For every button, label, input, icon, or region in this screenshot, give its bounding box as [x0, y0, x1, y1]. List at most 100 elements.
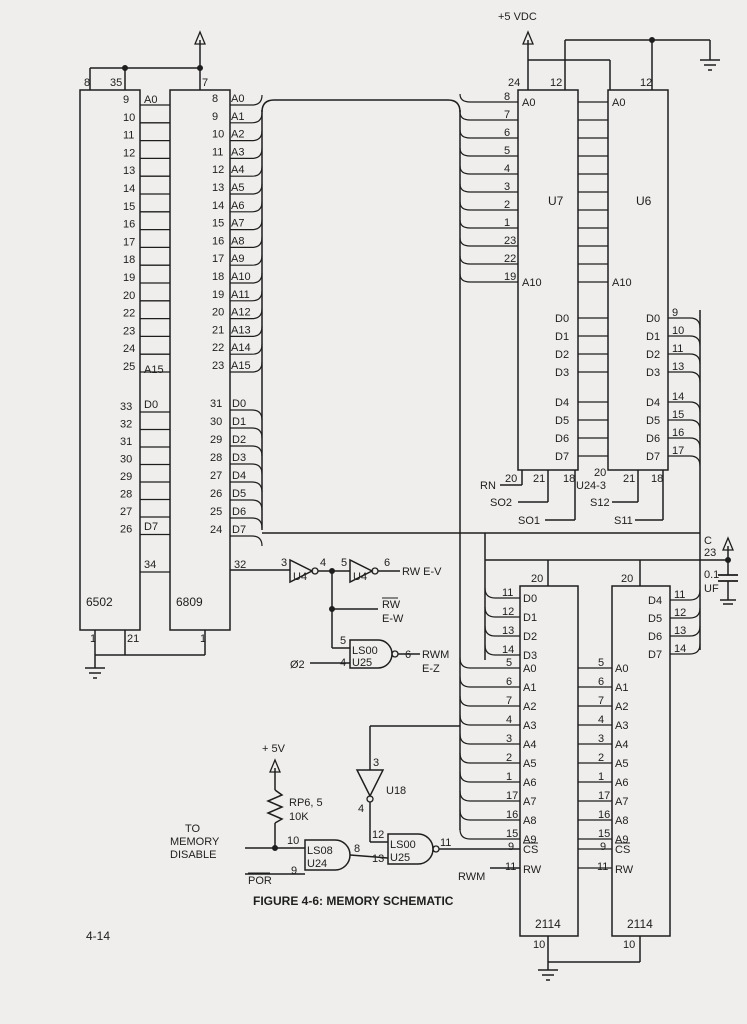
pin-number: 17	[598, 790, 610, 802]
cpu-6809-pin-top: 7	[202, 77, 208, 89]
pin-number: 16	[598, 809, 610, 821]
pin-number: 4	[504, 163, 510, 175]
pin-number: 1	[506, 771, 512, 783]
pin-label: A7	[523, 796, 536, 808]
pin-label: D1	[646, 331, 660, 343]
bus-entry	[459, 790, 520, 802]
pin-label: A12	[231, 307, 251, 319]
resistor-value: 10K	[289, 811, 309, 823]
pin-number: 9	[212, 111, 218, 123]
pin-label: D6	[646, 433, 660, 445]
u7-a0: A0	[522, 97, 535, 109]
resistor-rp6	[266, 789, 284, 824]
pin-number: 10	[123, 112, 135, 124]
pin-number: 15	[506, 828, 518, 840]
pin-label: D2	[523, 631, 537, 643]
ram-left-pin-top: 20	[531, 573, 543, 585]
inverter-u4-a-label: U4	[293, 571, 307, 583]
inv1-out: 4	[320, 557, 326, 569]
bus-top-curve	[261, 99, 461, 113]
pin-number: 2	[504, 199, 510, 211]
ram-left-body	[519, 585, 579, 937]
bus-entry	[670, 589, 701, 601]
pin-number: 30	[210, 416, 222, 428]
bus-entry	[459, 809, 520, 821]
pin-number: 5	[598, 657, 604, 669]
pin-label: D7	[646, 451, 660, 463]
pin-label: A0	[523, 663, 536, 675]
pin-number: 3	[504, 181, 510, 193]
nand-bubble	[391, 650, 399, 658]
pin-number: 5	[504, 145, 510, 157]
pin-label: A6	[231, 200, 244, 212]
pin-number: 6	[598, 676, 604, 688]
inverter-u18	[355, 769, 385, 798]
pin-label: A5	[231, 182, 244, 194]
pin-number: 22	[123, 308, 135, 320]
ram-right-pin-rw: 11	[597, 861, 608, 873]
cpu-6502-d0: D0	[144, 399, 158, 411]
and-ls08	[304, 839, 351, 871]
bus-entry	[459, 771, 520, 783]
pin-label: D4	[646, 397, 660, 409]
pin-number: 15	[672, 409, 684, 421]
pin-number: 14	[123, 183, 135, 195]
pin-number: 29	[210, 434, 222, 446]
label-to: TO	[185, 823, 201, 835]
pin-number: 9	[123, 94, 129, 106]
cpu-6502-pin-bottom-left: 1	[90, 633, 96, 645]
nand-ls00-a-ref: U25	[352, 657, 372, 669]
pin-number: 2	[506, 752, 512, 764]
junction	[329, 606, 335, 612]
pin-number: 11	[123, 130, 134, 142]
pin-label: A13	[231, 324, 251, 336]
bus-entry	[668, 335, 701, 347]
nand1-out: 6	[405, 649, 411, 661]
bus-entry	[668, 371, 701, 383]
bus-entry	[459, 273, 518, 283]
nand-ls00-a-label: LS00	[352, 645, 378, 657]
pin-label: A1	[231, 111, 244, 123]
pin-number: 14	[674, 643, 686, 655]
pin-number: 9	[672, 307, 678, 319]
pin-label: D0	[555, 313, 569, 325]
ram-right-body	[611, 585, 671, 937]
signal-rwm: RWM	[458, 871, 485, 883]
bus-entry	[459, 695, 520, 707]
u6-a0: A0	[612, 97, 625, 109]
bus-entry	[230, 535, 263, 547]
ram-left-pin-cs: 9	[508, 841, 514, 853]
pin-label: A11	[231, 289, 250, 301]
pin-number: 28	[210, 452, 222, 464]
pin-number: 7	[506, 695, 512, 707]
bus-entry	[459, 255, 518, 265]
ram-right-pin-top: 20	[621, 573, 633, 585]
resistor-name: RP6, 5	[289, 797, 323, 809]
pin-number: 4	[598, 714, 604, 726]
ram-left-rw: RW	[523, 864, 542, 876]
signal-so2: SO2	[490, 497, 512, 509]
cpu-6809-pin-bottom: 1	[200, 633, 206, 645]
junction	[725, 557, 731, 563]
bus-entry	[459, 201, 518, 211]
bus-entry	[670, 607, 701, 619]
u7-pin-12: 12	[550, 77, 562, 89]
bus-entry	[459, 93, 518, 103]
u7-label: U7	[548, 194, 564, 208]
page-number: 4-14	[86, 929, 110, 943]
pin-number: 10	[672, 325, 684, 337]
pin-number: 27	[120, 506, 132, 518]
pin-label: A3	[615, 720, 628, 732]
and-ls08-label: LS08	[307, 845, 333, 857]
pin-label: D0	[646, 313, 660, 325]
cap-val: 0.1	[704, 569, 719, 581]
pin-number: 26	[210, 488, 222, 500]
pin-label: A2	[523, 701, 536, 713]
pin-number: 12	[674, 607, 686, 619]
pin-label: D6	[555, 433, 569, 445]
